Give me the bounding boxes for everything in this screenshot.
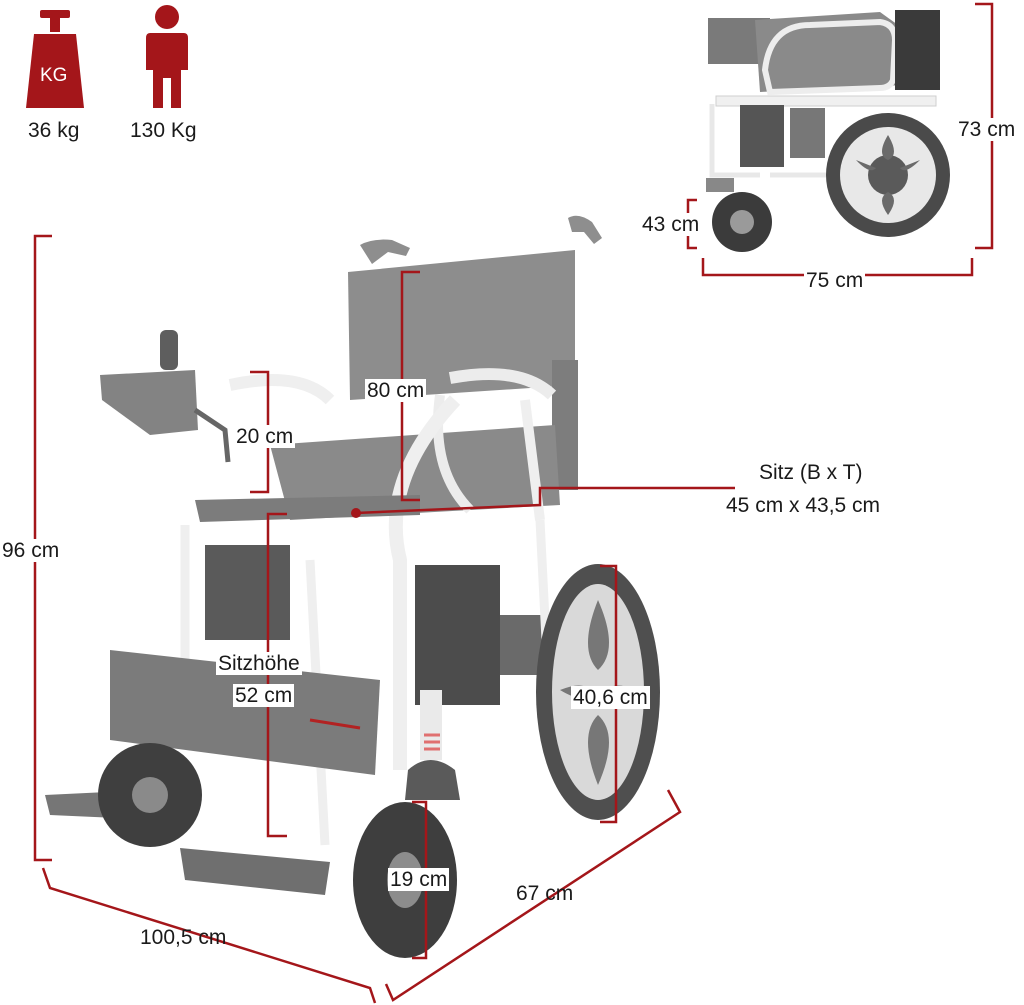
- seat-marker-dot: [351, 508, 361, 518]
- wheelchair-image: [45, 215, 660, 958]
- seat-leader-line: [355, 486, 735, 515]
- seat-size-label-line1: Sitz (B x T): [759, 461, 863, 484]
- seat-height-title: Sitzhöhe: [216, 652, 302, 675]
- front-wheel-label: 19 cm: [388, 868, 450, 891]
- folded-length-label: 75 cm: [804, 269, 866, 292]
- weight-icon: [26, 10, 84, 108]
- rear-wheel-label: 40,6 cm: [571, 686, 650, 709]
- weight-icon-label: KG: [40, 65, 68, 86]
- length-label: 100,5 cm: [140, 926, 227, 949]
- armrest-height-label: 20 cm: [234, 425, 296, 448]
- person-icon: [146, 5, 188, 108]
- folded-wheel-label: 43 cm: [640, 213, 702, 236]
- folded-wheelchair-image: [706, 10, 950, 252]
- total-height-label: 96 cm: [0, 539, 62, 562]
- folded-height-label: 73 cm: [956, 118, 1018, 141]
- weight-value: 36 kg: [28, 119, 80, 142]
- backrest-height-label: 80 cm: [365, 379, 427, 402]
- seat-height-value: 52 cm: [233, 684, 295, 707]
- width-bracket: [384, 789, 682, 1002]
- seat-height-bracket: [266, 512, 287, 838]
- seat-size-label-line2: 45 cm x 43,5 cm: [726, 494, 881, 517]
- length-bracket: [41, 867, 377, 1004]
- person-weight-value: 130 Kg: [130, 119, 197, 142]
- width-label: 67 cm: [516, 882, 574, 905]
